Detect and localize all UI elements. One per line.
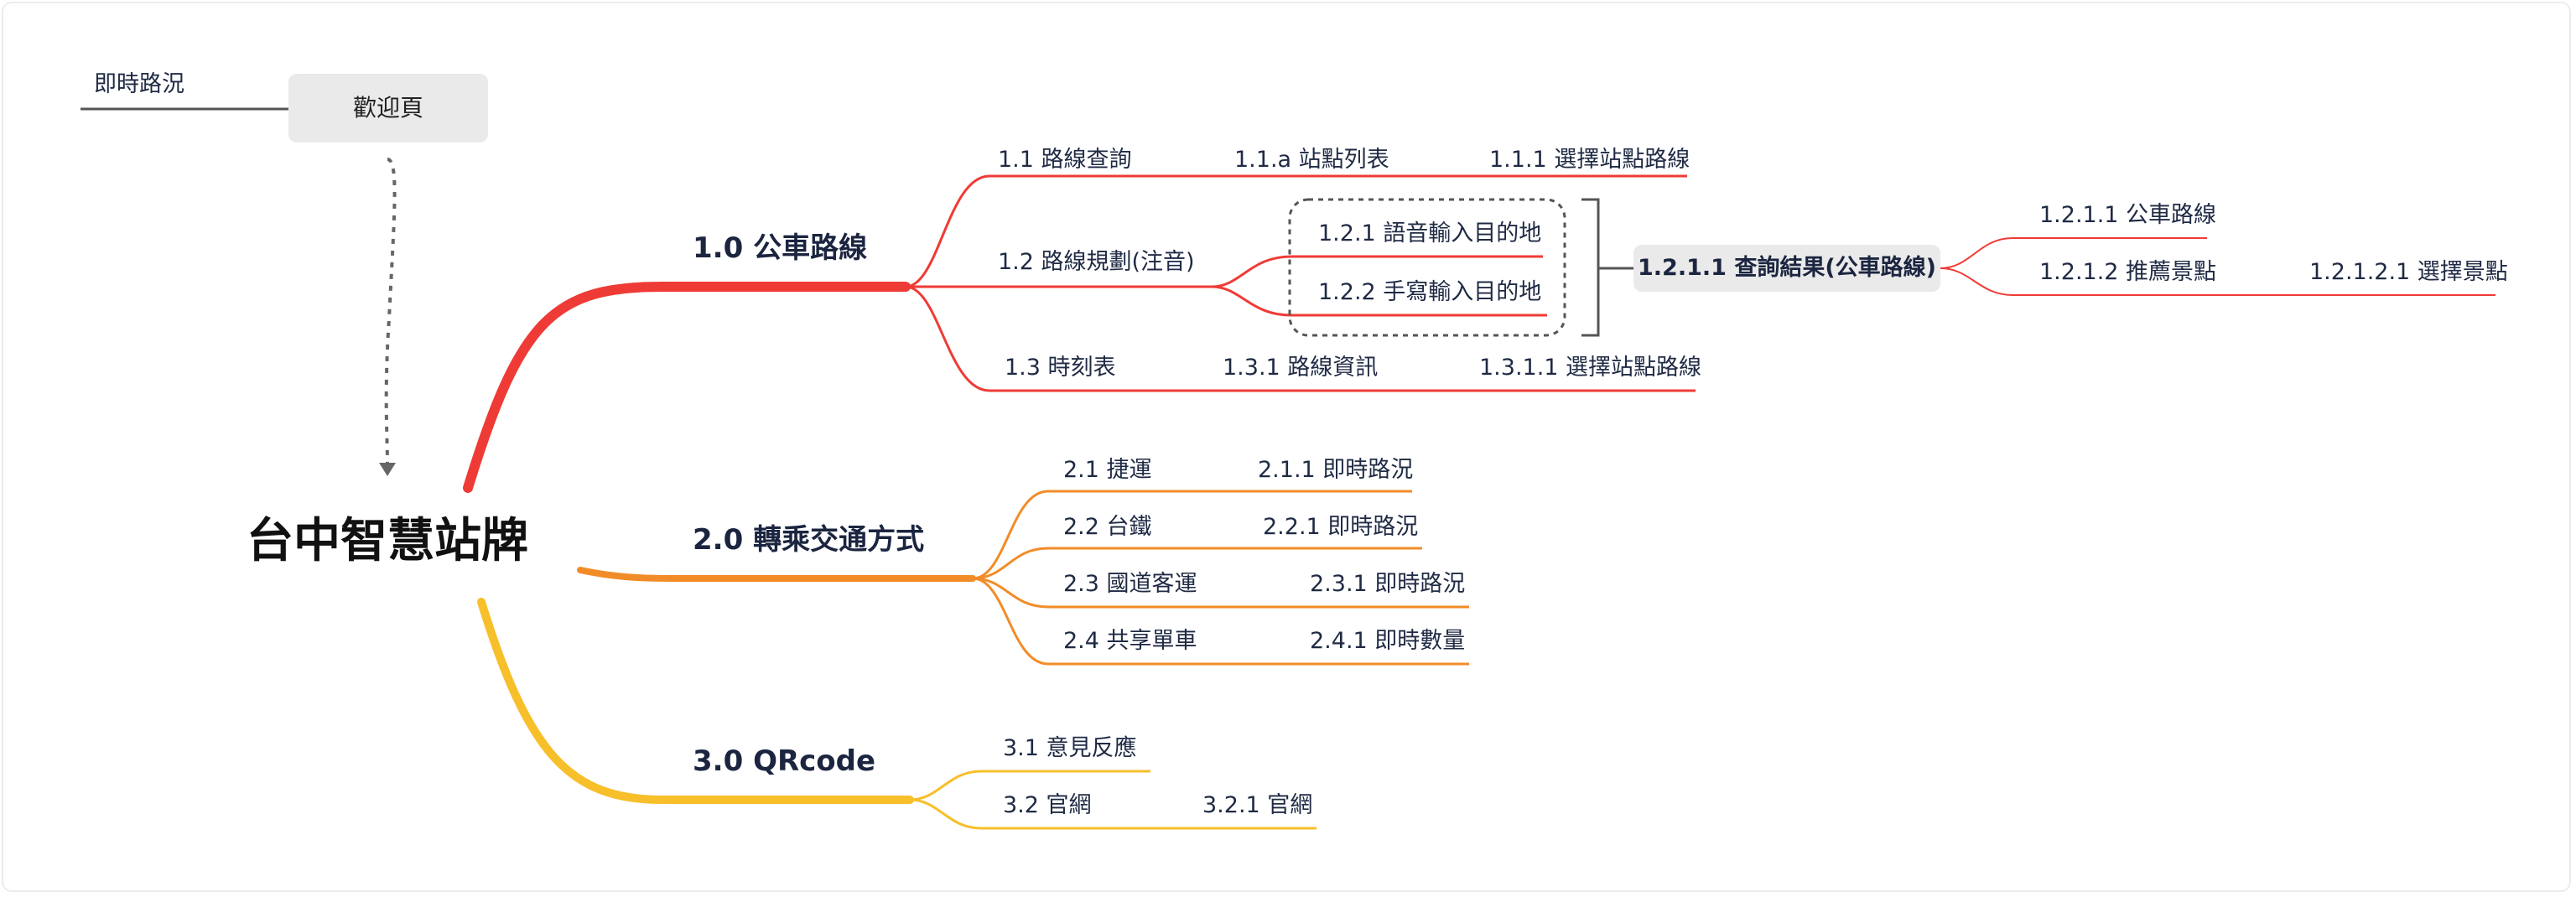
node-2-2[interactable]: 2.2 台鐵 bbox=[1063, 514, 1152, 540]
realtime-traffic-label[interactable]: 即時路況 bbox=[94, 71, 184, 97]
root-to-branch2-curve bbox=[577, 567, 976, 582]
link-1-3 bbox=[905, 285, 1195, 392]
node-3-1[interactable]: 3.1 意見反應 bbox=[1003, 735, 1137, 761]
node-1-1-1[interactable]: 1.1.1 選擇站點路線 bbox=[1489, 147, 1690, 173]
link-2-3 bbox=[972, 577, 1199, 609]
node-2-2-1[interactable]: 2.2.1 即時路況 bbox=[1263, 514, 1419, 540]
link-1-2-1-2 bbox=[1940, 267, 2281, 296]
branch3-title[interactable]: 3.0 QRcode bbox=[693, 744, 876, 778]
node-1-3-1[interactable]: 1.3.1 路線資訊 bbox=[1223, 355, 1379, 381]
link-1-2-1 bbox=[1211, 255, 1543, 288]
node-1-2-1-2-1[interactable]: 1.2.1.2.1 選擇景點 bbox=[2309, 259, 2508, 285]
root-to-branch3-curve bbox=[477, 598, 914, 804]
node-2-1[interactable]: 2.1 捷運 bbox=[1063, 457, 1152, 483]
node-1-3[interactable]: 1.3 時刻表 bbox=[1005, 355, 1116, 381]
input-group-boundary bbox=[1288, 198, 1566, 337]
link-2-4 bbox=[972, 577, 1203, 666]
link-2-1 bbox=[972, 490, 1153, 580]
welcome-page-node[interactable]: 歡迎頁 bbox=[288, 74, 488, 143]
link-1-1 bbox=[905, 174, 1170, 288]
node-1-1a[interactable]: 1.1.a 站點列表 bbox=[1234, 147, 1389, 173]
node-2-4-1[interactable]: 2.4.1 即時數量 bbox=[1310, 628, 1466, 654]
link-2-2 bbox=[972, 547, 1153, 580]
node-2-3-1[interactable]: 2.3.1 即時路況 bbox=[1310, 571, 1466, 597]
node-3-2[interactable]: 3.2 官網 bbox=[1003, 792, 1092, 818]
link-3-2 bbox=[909, 798, 1174, 830]
link-1-2-2 bbox=[1211, 285, 1547, 317]
node-1-2-1-2[interactable]: 1.2.1.2 推薦景點 bbox=[2039, 259, 2217, 285]
branch1-title[interactable]: 1.0 公車路線 bbox=[693, 231, 868, 265]
node-1-2-1-1-bus-route[interactable]: 1.2.1.1 公車路線 bbox=[2039, 202, 2217, 228]
node-1-2-1[interactable]: 1.2.1 語音輸入目的地 bbox=[1318, 220, 1542, 246]
root-to-branch1-curve bbox=[463, 282, 911, 493]
node-2-1-1[interactable]: 2.1.1 即時路況 bbox=[1258, 457, 1414, 483]
node-1-2-1-1-query-result[interactable]: 1.2.1.1 查詢結果(公車路線) bbox=[1633, 245, 1940, 292]
branch2-title[interactable]: 2.0 轉乘交通方式 bbox=[693, 523, 925, 557]
node-1-1[interactable]: 1.1 路線查詢 bbox=[998, 147, 1132, 173]
node-3-2-1[interactable]: 3.2.1 官網 bbox=[1202, 792, 1313, 818]
node-1-2[interactable]: 1.2 路線規劃(注音) bbox=[998, 249, 1195, 275]
dotted-link-arrowhead bbox=[379, 463, 396, 476]
node-2-4[interactable]: 2.4 共享單車 bbox=[1063, 628, 1197, 654]
welcome-to-root-dotted-link bbox=[384, 158, 397, 464]
node-1-3-1-1[interactable]: 1.3.1.1 選擇站點路線 bbox=[1479, 355, 1702, 381]
node-1-2-2[interactable]: 1.2.2 手寫輸入目的地 bbox=[1318, 279, 1542, 305]
link-1-2-1-1-1 bbox=[1940, 237, 2207, 269]
summary-bracket bbox=[1581, 198, 1633, 337]
link-3-1 bbox=[909, 770, 1150, 801]
node-2-3[interactable]: 2.3 國道客運 bbox=[1063, 571, 1197, 597]
root-node[interactable]: 台中智慧站牌 bbox=[247, 514, 528, 568]
